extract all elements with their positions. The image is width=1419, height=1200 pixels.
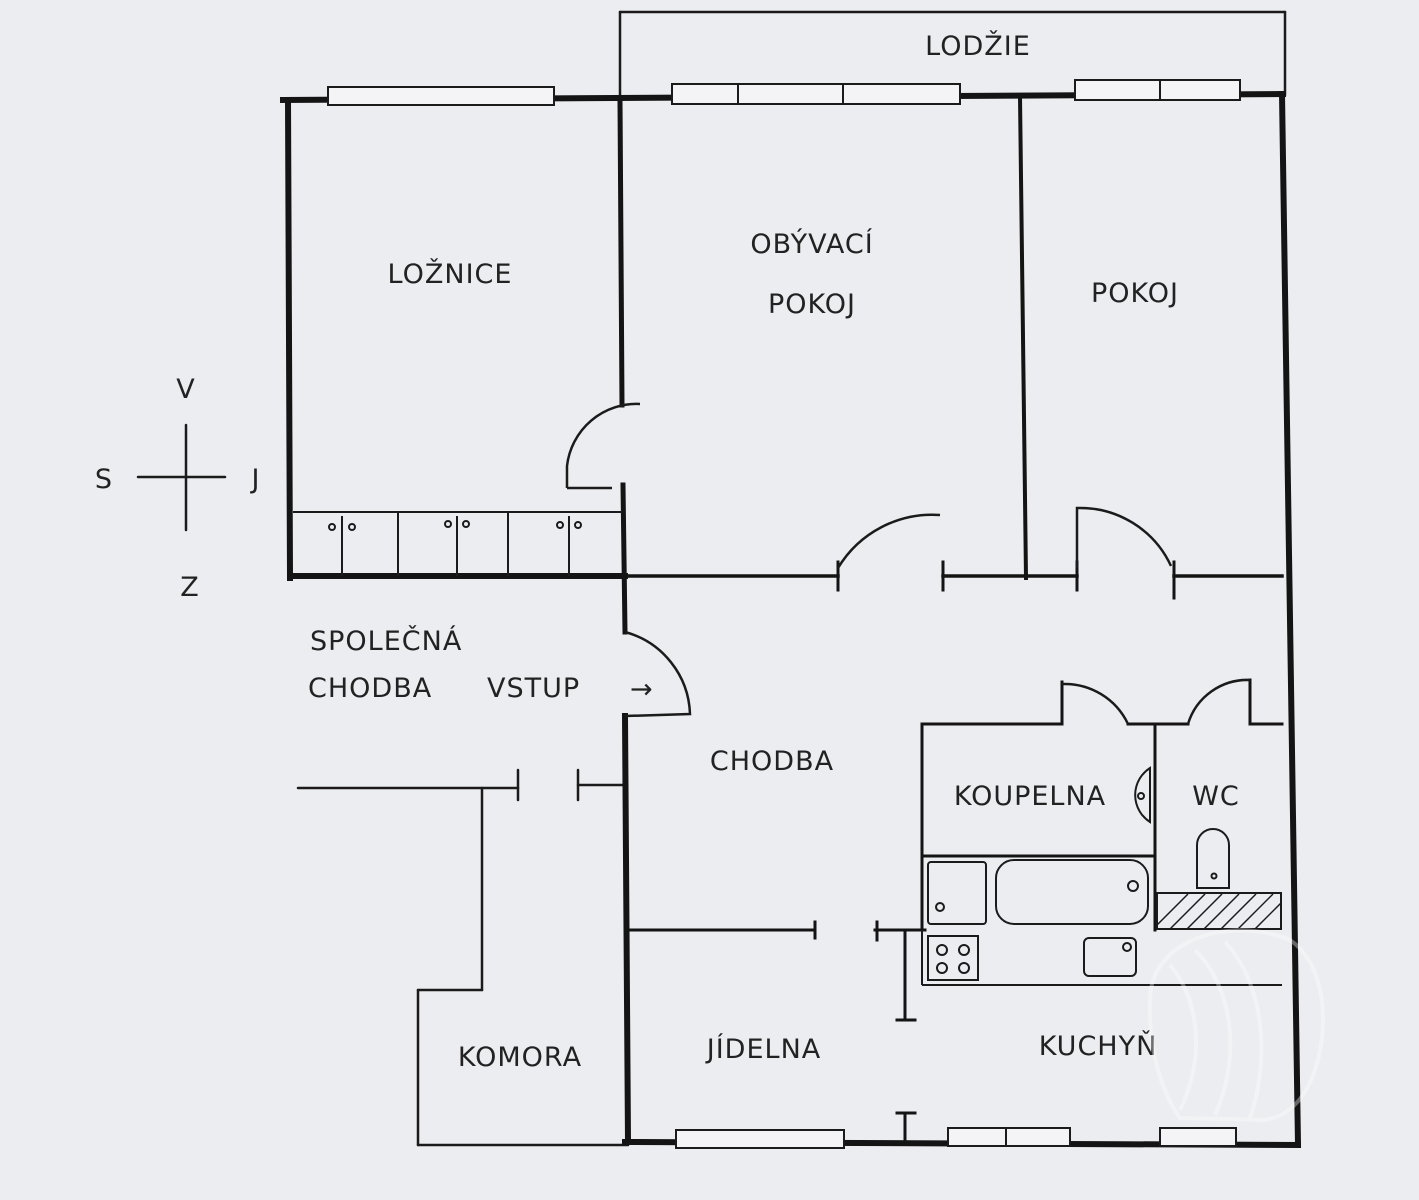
label-lodzie: LODŽIE [925, 30, 1031, 62]
wc-shaft [1156, 892, 1282, 930]
label-loznice: LOŽNICE [388, 258, 513, 290]
door-living [836, 513, 941, 569]
window-kitchen-small [1159, 1127, 1237, 1147]
kitchen-fixtures [921, 930, 1282, 986]
label-wc: WC [1192, 781, 1240, 812]
compass-east-label: J [250, 464, 261, 495]
label-chodba-common: CHODBA [308, 673, 432, 704]
bathroom-fixtures [927, 766, 1282, 930]
washbasin [1134, 766, 1151, 824]
door-bathroom [1061, 682, 1130, 725]
compass-north-label: V [176, 374, 195, 405]
label-komora: KOMORA [458, 1042, 582, 1073]
label-obyvaci-pokoj: POKOJ [768, 289, 856, 320]
door-pokoj [1075, 506, 1173, 568]
watermark-logo [1147, 928, 1325, 1123]
window-dining [675, 1129, 845, 1149]
common-corridor-outline [296, 768, 630, 1147]
loggia-outline [618, 10, 1287, 102]
window-bedroom [327, 86, 555, 106]
window-living [671, 83, 961, 105]
label-kuchyn: KUCHYŇ [1039, 1030, 1158, 1062]
bathtub [995, 859, 1149, 925]
shower-tray [927, 861, 987, 925]
label-obyvaci: OBÝVACÍ [750, 228, 873, 260]
compass-south-label: Z [180, 572, 200, 603]
doors [565, 402, 1251, 725]
label-spolecna: SPOLEČNÁ [310, 625, 462, 657]
window-room [1074, 79, 1241, 101]
windows [327, 79, 1241, 1149]
label-chodba: CHODBA [710, 746, 834, 777]
compass-west-label: S [95, 464, 113, 495]
label-jidelna: JÍDELNA [705, 1033, 822, 1065]
wardrobe [293, 511, 622, 576]
label-pokoj: POKOJ [1091, 278, 1179, 309]
kitchen-sink [1083, 937, 1137, 977]
label-vstup: VSTUP [487, 673, 580, 704]
door-wc [1186, 678, 1251, 725]
door-entrance [624, 630, 692, 718]
window-kitchen [947, 1127, 1071, 1147]
door-bedroom [565, 402, 641, 488]
compass-rose: V Z S J [95, 374, 261, 603]
toilet [1196, 828, 1230, 889]
stove [927, 935, 979, 981]
label-koupelna: KOUPELNA [954, 781, 1106, 812]
room-labels: LODŽIE LOŽNICE OBÝVACÍ POKOJ POKOJ SPOLE… [308, 30, 1240, 1073]
entrance-arrow: → [630, 674, 654, 705]
